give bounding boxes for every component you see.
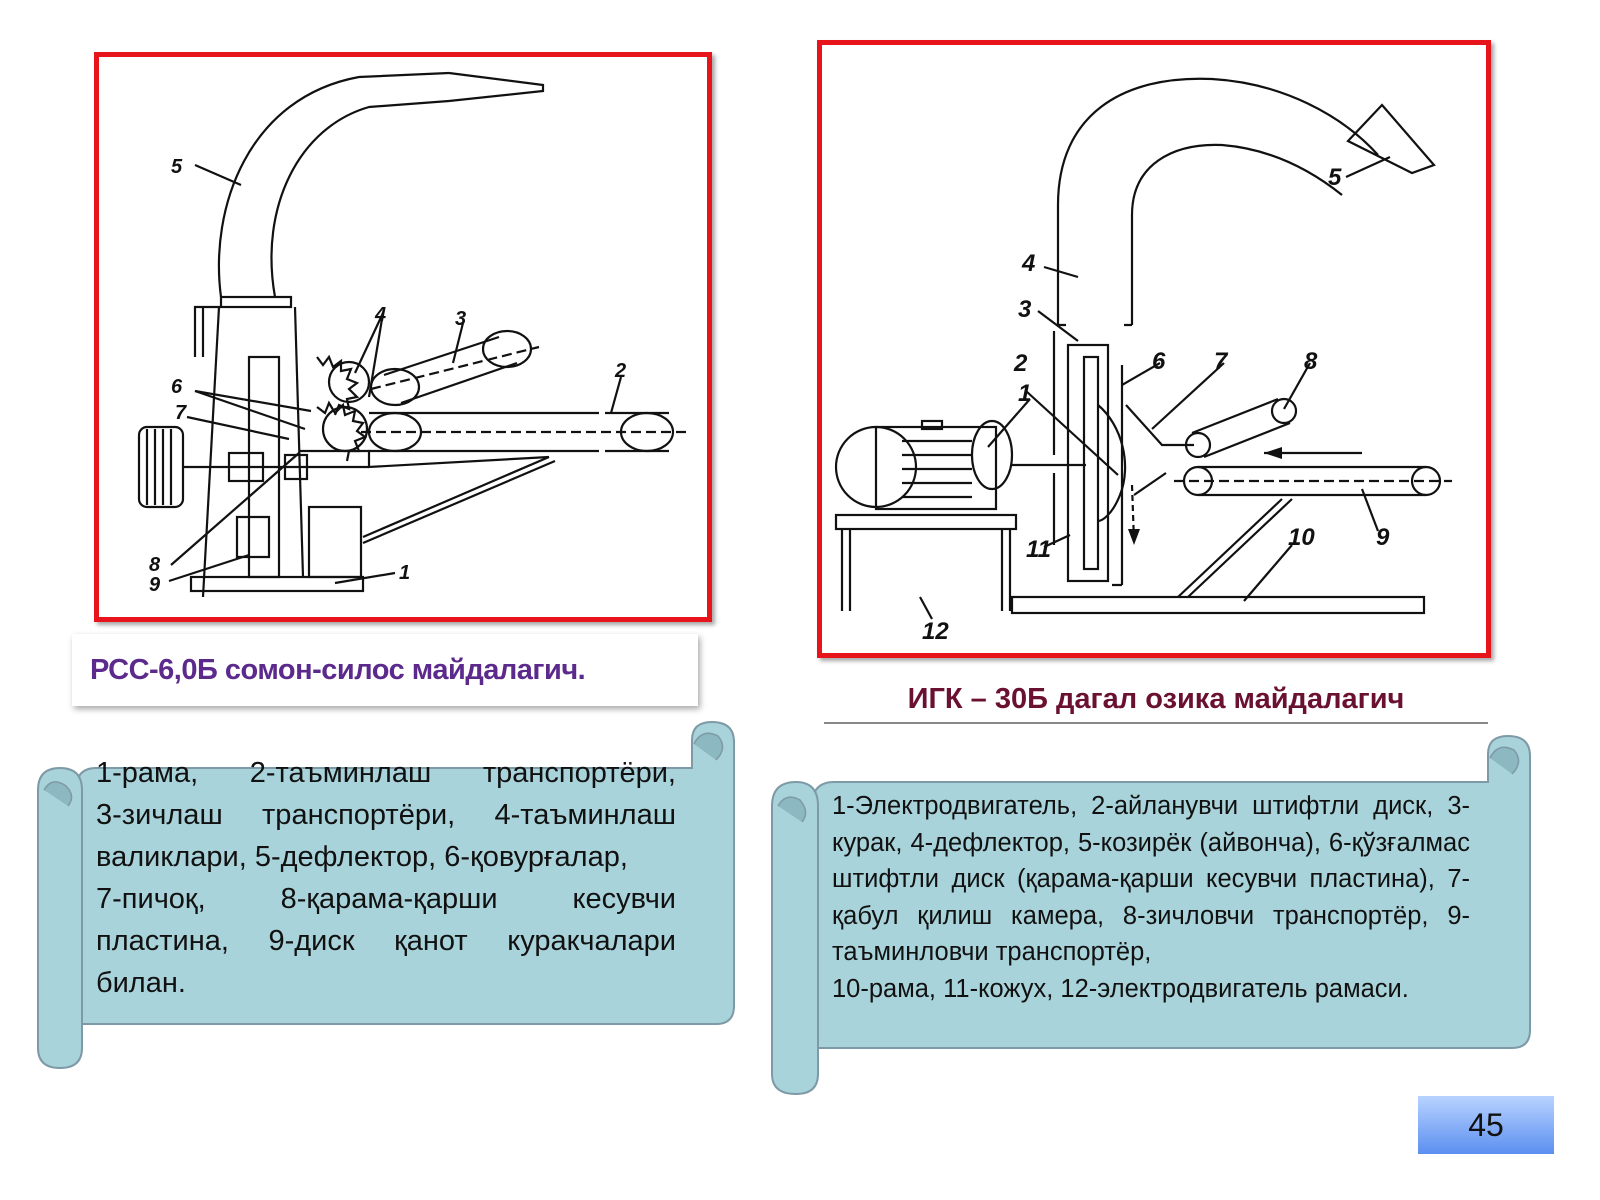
- label-2: 2: [614, 360, 626, 382]
- left-legend-line: 7-пичоқ, 8-қарама-қарши кесувчи пластина…: [96, 883, 676, 999]
- label-1: 1: [399, 562, 410, 584]
- label-5: 5: [171, 156, 183, 178]
- right-legend: 1-Электродвигатель, 2-айланувчи штифтли …: [832, 788, 1470, 1008]
- igk-shredder-diagram: 5 4 3 2 1 6 7 8 9 10 11 12: [834, 77, 1452, 645]
- label-3: 3: [455, 308, 466, 330]
- left-legend: 1-рама, 2-таъминлаш транспортёри, 3-зичл…: [96, 752, 676, 1004]
- label-6: 6: [171, 376, 183, 398]
- label-8: 8: [149, 554, 161, 576]
- label-12: 12: [922, 618, 949, 645]
- rss-shredder-diagram: 5 4 3 2 6 7 8 9 1: [137, 71, 689, 598]
- label-6: 6: [1152, 348, 1166, 375]
- label-7: 7: [175, 402, 187, 424]
- left-diagram-frame: 5 4 3 2 6 7 8 9 1: [94, 52, 712, 622]
- right-legend-line: 1-Электродвигатель, 2-айланувчи штифтли …: [832, 792, 1470, 967]
- label-1: 1: [1018, 380, 1031, 407]
- label-9: 9: [1376, 524, 1390, 551]
- label-7: 7: [1214, 348, 1229, 375]
- right-scroll: [771, 734, 1531, 1096]
- left-scroll: [37, 720, 735, 1070]
- right-caption: ИГК – 30Б дагал озика майдалагич: [824, 676, 1488, 724]
- label-11: 11: [1026, 536, 1051, 563]
- right-legend-line: 10-рама, 11-кожух, 12-электродвигатель р…: [832, 974, 1409, 1003]
- label-10: 10: [1288, 524, 1315, 551]
- label-5: 5: [1328, 164, 1342, 191]
- label-4: 4: [1021, 250, 1035, 277]
- page-number: 45: [1418, 1096, 1554, 1154]
- right-diagram-frame: 5 4 3 2 1 6 7 8 9 10 11 12: [817, 40, 1491, 658]
- left-legend-line: 1-рама, 2-таъминлаш транспортёри,: [96, 757, 676, 789]
- label-3: 3: [1018, 296, 1032, 323]
- left-caption: РСС-6,0Б сомон-силос майдалагич.: [72, 634, 698, 706]
- label-9: 9: [149, 574, 161, 596]
- label-2: 2: [1013, 350, 1028, 377]
- label-4: 4: [374, 304, 386, 326]
- left-legend-line: 3-зичлаш транспортёри, 4-таъминлаш валик…: [96, 799, 676, 873]
- label-8: 8: [1304, 348, 1318, 375]
